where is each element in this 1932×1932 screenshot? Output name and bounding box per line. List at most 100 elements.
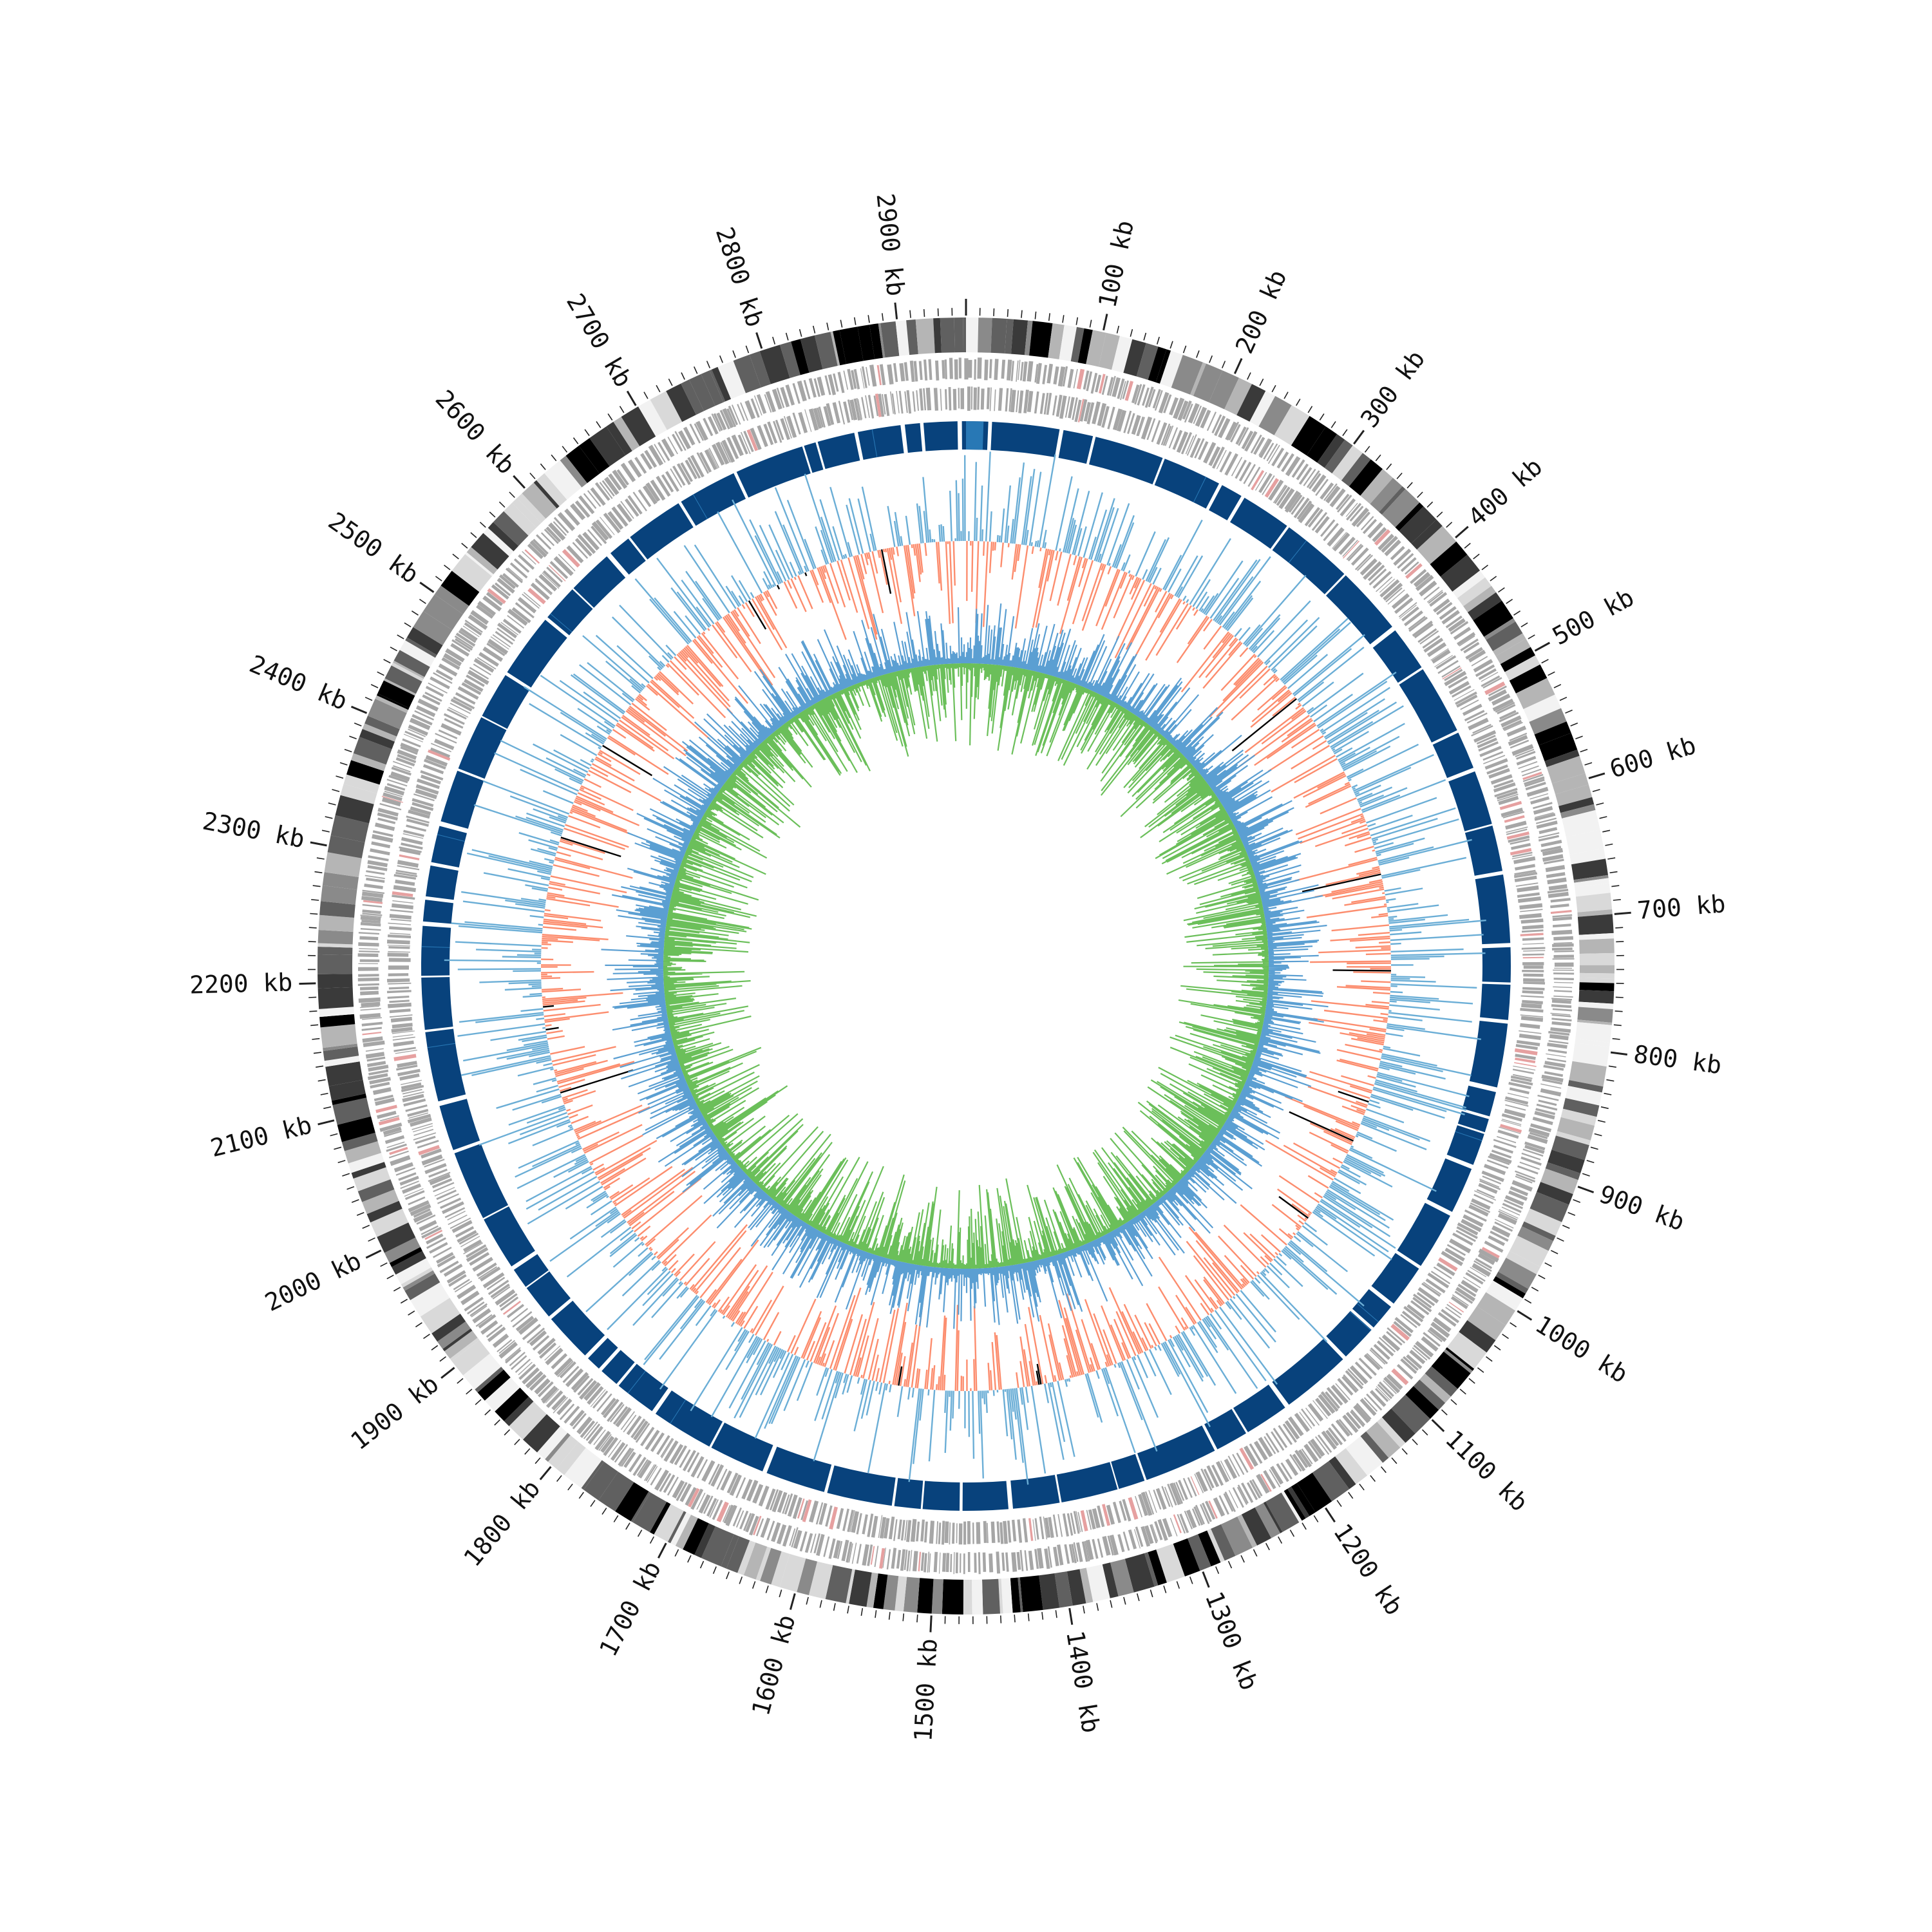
gene-feature-reverse (1016, 390, 1019, 413)
gene-feature-forward (1102, 1536, 1111, 1556)
gene-feature-reverse (952, 1522, 955, 1544)
gene-feature-forward (1527, 1134, 1548, 1144)
gene-feature-forward (443, 1264, 463, 1277)
gene-feature-forward (421, 1227, 442, 1239)
gene-feature-reverse (1522, 990, 1544, 994)
gene-feature-forward (1383, 1376, 1401, 1394)
syntenic-block-highlight (421, 946, 450, 948)
syntenic-block (857, 425, 904, 460)
gene-feature-reverse (1493, 1139, 1517, 1148)
gc-content-track (601, 603, 1329, 1329)
gene-feature-forward (920, 1552, 925, 1571)
gene-feature-reverse (967, 386, 971, 411)
gene-feature-forward (716, 1501, 729, 1522)
gene-feature-reverse (1514, 871, 1537, 876)
gene-feature-forward (487, 588, 506, 604)
gene-feature-forward (1281, 453, 1294, 473)
gene-feature-reverse (1305, 1407, 1320, 1426)
gene-feature-reverse (1065, 396, 1070, 418)
gene-feature-forward (1057, 366, 1066, 387)
gene-feature-reverse (972, 1522, 974, 1544)
axis-tick-label: 1000 kb (1530, 1310, 1633, 1388)
syntenic-block (1326, 1311, 1372, 1357)
gene-feature-forward (1428, 1327, 1447, 1342)
gene-feature-forward (1552, 916, 1572, 922)
syntenic-block (421, 977, 453, 1030)
gene-feature-forward (737, 404, 745, 421)
gene-feature-forward (1510, 1186, 1529, 1197)
gene-feature-reverse (1493, 1144, 1513, 1154)
ideogram-band (1498, 1258, 1537, 1289)
gene-feature-reverse (557, 1360, 574, 1378)
gene-feature-forward (365, 1048, 384, 1052)
gene-feature-reverse (490, 636, 509, 650)
gene-feature-reverse (1523, 950, 1546, 952)
gene-feature-forward (1291, 459, 1305, 478)
gene-feature-forward (437, 1255, 456, 1268)
gene-feature-forward (676, 1482, 688, 1501)
ideogram-band (1345, 1436, 1383, 1476)
gene-feature-reverse (1515, 1057, 1536, 1064)
gene-feature-forward (486, 1324, 503, 1338)
ideogram-band (846, 1569, 855, 1604)
gene-feature-forward (1400, 557, 1417, 573)
gene-feature-forward (1342, 1414, 1359, 1434)
gene-feature-forward (424, 1229, 443, 1240)
ideogram-band (998, 1578, 1003, 1614)
ideogram-band (1459, 1320, 1496, 1353)
gene-feature-reverse (1066, 1513, 1074, 1536)
gene-feature-forward (1554, 981, 1574, 983)
ideogram-band (931, 1578, 943, 1615)
gene-feature-forward (464, 1296, 484, 1312)
gene-feature-reverse (1520, 1008, 1544, 1013)
gene-feature-forward (522, 1367, 540, 1385)
gene-feature-forward (949, 357, 953, 379)
gene-feature-forward (1218, 1495, 1229, 1515)
gene-feature-forward (1034, 364, 1039, 383)
gene-feature-reverse (476, 1262, 497, 1277)
gene-feature-reverse (630, 1418, 646, 1439)
gene-feature-reverse (1394, 597, 1414, 614)
gene-feature-forward (833, 373, 839, 392)
gene-feature-reverse (447, 1211, 466, 1220)
gene-feature-reverse (1258, 1437, 1273, 1457)
gene-feature-reverse (390, 933, 411, 935)
gene-feature-reverse (726, 437, 739, 459)
gene-feature-forward (707, 416, 719, 435)
gene-feature-forward (590, 487, 606, 506)
gene-feature-reverse (1220, 1461, 1231, 1481)
gene-feature-forward (358, 997, 381, 1003)
gene-feature-forward (1068, 1544, 1075, 1563)
gene-feature-forward (1320, 482, 1334, 500)
gene-feature-reverse (429, 1173, 451, 1186)
gene-feature-forward (400, 743, 419, 753)
gene-feature-forward (1540, 846, 1562, 853)
gene-feature-reverse (815, 1502, 824, 1525)
gene-feature-reverse (1117, 410, 1127, 432)
ideogram-band (451, 554, 492, 592)
gene-feature-reverse (1127, 413, 1135, 434)
gene-feature-forward (544, 529, 559, 544)
gene-feature-forward (1553, 986, 1573, 989)
gene-feature-reverse (431, 743, 451, 753)
syntenic-block (711, 1423, 773, 1472)
gene-feature-forward (1550, 898, 1571, 903)
ideogram-band (726, 1536, 750, 1573)
gene-feature-forward (1280, 1462, 1293, 1480)
gene-feature-reverse (960, 388, 965, 410)
gene-feature-forward (1423, 586, 1440, 600)
gene-feature-forward (524, 549, 540, 564)
gene-feature-reverse (1247, 466, 1261, 487)
ideogram-band (990, 317, 1007, 354)
gene-feature-reverse (1521, 947, 1546, 950)
gene-feature-reverse (650, 479, 666, 501)
ideogram-band (377, 680, 415, 708)
ideogram-band (1110, 1558, 1134, 1596)
gene-feature-reverse (620, 500, 634, 519)
gene-feature-reverse (1412, 1296, 1432, 1312)
gene-feature-reverse (818, 406, 826, 428)
gene-feature-reverse (538, 574, 558, 592)
gene-feature-reverse (388, 922, 412, 925)
gene-feature-forward (1547, 889, 1569, 894)
gene-feature-forward (1448, 618, 1466, 632)
